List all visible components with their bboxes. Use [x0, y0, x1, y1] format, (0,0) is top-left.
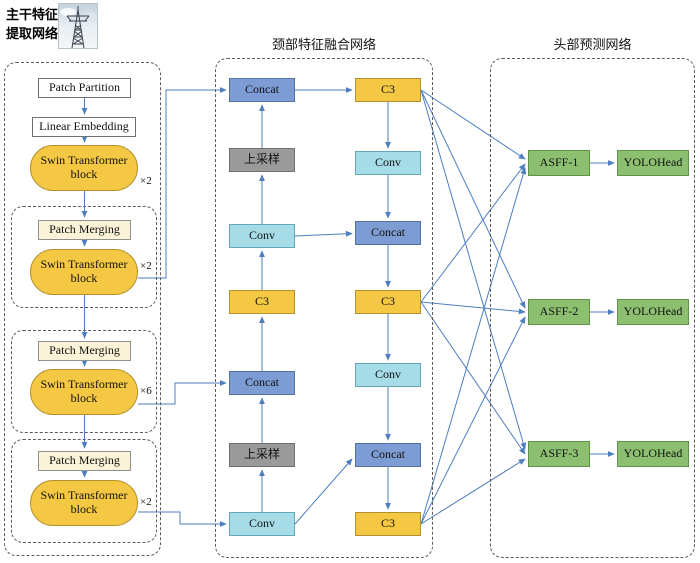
- backbone-container: [4, 62, 161, 556]
- backbone-stage2-container: [11, 206, 157, 308]
- node-neck-right-concat-bottom: Concat: [355, 443, 421, 467]
- swin-block-4-multiplier: ×2: [140, 496, 152, 508]
- node-patch-merging-1: Patch Merging: [38, 220, 131, 240]
- node-patch-partition: Patch Partition: [38, 78, 131, 98]
- backbone-title-line1: 主干特征: [6, 7, 59, 22]
- node-neck-right-concat-mid: Concat: [355, 221, 421, 245]
- neck-title: 颈部特征融合网络: [271, 37, 376, 52]
- node-asff-1: ASFF-1: [528, 150, 590, 176]
- node-swin-block-2: Swin Transformer block: [30, 249, 138, 295]
- swin-block-1-multiplier: ×2: [140, 175, 152, 187]
- node-neck-right-c3-mid: C3: [355, 290, 421, 314]
- head-title: 头部预测网络: [553, 37, 632, 52]
- node-neck-left-upsample-top: 上采样: [229, 148, 295, 172]
- node-asff-2: ASFF-2: [528, 299, 590, 325]
- node-neck-left-concat-top: Concat: [229, 78, 295, 102]
- node-neck-right-conv-bottom: Conv: [355, 363, 421, 387]
- swin-block-2-multiplier: ×2: [140, 260, 152, 272]
- transmission-tower-image: [58, 3, 98, 49]
- node-yolohead-2: YOLOHead: [617, 299, 689, 325]
- node-neck-right-c3-bottom: C3: [355, 512, 421, 536]
- backbone-stage3-container: [11, 330, 157, 433]
- head-container: [490, 58, 695, 558]
- backbone-title: 主干特征 提取网络: [6, 6, 58, 44]
- node-asff-3: ASFF-3: [528, 441, 590, 467]
- node-neck-right-conv-top: Conv: [355, 151, 421, 175]
- node-patch-merging-2: Patch Merging: [38, 341, 131, 361]
- node-neck-left-upsample-bottom: 上采样: [229, 443, 295, 467]
- node-yolohead-3: YOLOHead: [617, 441, 689, 467]
- node-linear-embedding: Linear Embedding: [32, 117, 136, 137]
- backbone-title-line2: 提取网络: [6, 25, 59, 41]
- node-neck-right-c3-top: C3: [355, 78, 421, 102]
- backbone-stage4-container: [11, 439, 157, 543]
- node-swin-block-1: Swin Transformer block: [30, 145, 138, 191]
- node-neck-left-concat-mid: Concat: [229, 371, 295, 395]
- neck-container: [215, 58, 433, 558]
- node-yolohead-1: YOLOHead: [617, 150, 689, 176]
- node-swin-block-4: Swin Transformer block: [30, 480, 138, 526]
- node-neck-left-c3: C3: [229, 290, 295, 314]
- swin-block-3-multiplier: ×6: [140, 385, 152, 397]
- node-neck-left-conv-mid: Conv: [229, 224, 295, 248]
- node-neck-left-conv-bottom: Conv: [229, 512, 295, 536]
- node-patch-merging-3: Patch Merging: [38, 451, 131, 471]
- node-swin-block-3: Swin Transformer block: [30, 369, 138, 415]
